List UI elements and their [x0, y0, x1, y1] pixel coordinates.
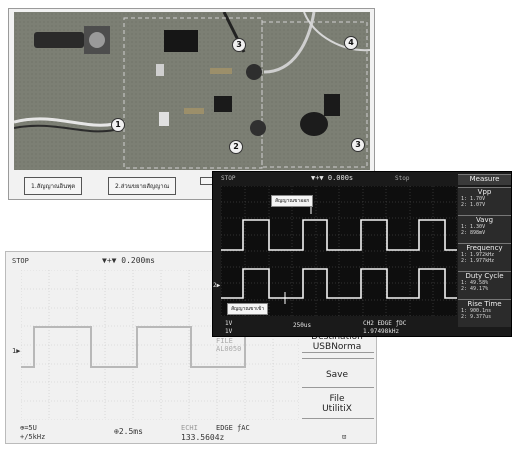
measure-vavg[interactable]: Vavg 1: 1.30V 2: 898mV [458, 215, 511, 243]
menu-save[interactable]: Save [302, 370, 372, 380]
measure-vavg-ch1: 1: 1.30V [461, 224, 486, 230]
scope2-trigger: EDGE ƒAC [216, 424, 250, 432]
scope1-status: STOP [221, 175, 236, 182]
measure-duty-ch1: 1: 49.58% [461, 280, 489, 286]
callout-number-2: 2 [229, 140, 243, 154]
scope2-ch1-scale: ⊕=5U [20, 424, 37, 432]
callout-input-signal: สัญญาณขาเข้า [227, 303, 269, 315]
scope2-ch1-sub: +/5kHz [20, 433, 46, 441]
measure-duty-cycle[interactable]: Duty Cycle 1: 49.58% 2: 49.17% [458, 271, 511, 299]
scope2-square-wave [21, 326, 299, 368]
input-signal-wave [221, 268, 457, 299]
menu-destination-value: USBNorma [312, 342, 362, 352]
measure-duty-title: Duty Cycle [465, 272, 504, 280]
measure-title: Measure [469, 175, 500, 183]
callout-number-3: 3 [232, 38, 246, 52]
menu-separator [302, 352, 374, 353]
measure-vavg-ch2: 2: 898mV [461, 230, 486, 236]
measure-frequency-ch1: 1: 1.972kHz [461, 252, 495, 258]
tag-amplifier: 2.ส่วนขยายสัญญาณ [108, 177, 177, 195]
scope2-timebase: ⊕2.5ms [114, 427, 143, 436]
measure-vpp-ch1: 1: 1.70V [461, 196, 486, 202]
measure-vpp-ch2: 2: 1.07V [461, 202, 486, 208]
scope2-trigger-label: ECHI [181, 424, 198, 432]
callout-number-1: 1 [111, 118, 125, 132]
scope1-ch2-marker: 2▶ [213, 282, 221, 289]
measure-rise-ch1: 1: 900.1ns [461, 308, 492, 314]
measure-vavg-title: Vavg [475, 216, 494, 224]
measure-vpp[interactable]: Vpp 1: 1.70V 2: 1.07V [458, 187, 511, 215]
menu-destination-title: Destination [311, 332, 363, 342]
measure-rise-title: Rise Time [467, 300, 502, 308]
output-signal-wave [221, 219, 457, 251]
callout-number-4: 4 [344, 36, 358, 50]
measure-panel-header: Measure [458, 174, 511, 185]
menu-file-title: File [329, 394, 345, 404]
measure-duty-ch2: 2: 49.17% [461, 286, 489, 292]
measure-frequency[interactable]: Frequency 1: 1.972kHz 2: 1.977kHz [458, 243, 511, 271]
menu-file[interactable]: File UtilitiX [302, 394, 372, 414]
scope1-ch2-scale: 1V [225, 328, 233, 335]
oscilloscope-main: STOP ▼+▼ 0.000s Stop สัญญาณขาออก สัญญาณข… [212, 171, 512, 337]
measure-vpp-title: Vpp [477, 188, 492, 196]
scope1-run-status: Stop [395, 175, 410, 182]
circuit-board-photo: 1 2 3 4 3 [13, 11, 371, 170]
scope2-status: STOP [12, 257, 29, 265]
measure-rise-time[interactable]: Rise Time 1: 900.1ns 2: 9.377us [458, 299, 511, 327]
menu-destination[interactable]: Destination USBNorma [302, 332, 372, 352]
scope2-ghost-text: FILE AL0050 [216, 337, 242, 353]
scope1-timebase: 250us [293, 322, 312, 329]
measure-frequency-ch2: 2: 1.977kHz [461, 258, 495, 264]
scope1-trigger-readout: ▼+▼ 0.000s [311, 174, 354, 182]
callout-output-signal: สัญญาณขาออก [271, 195, 314, 207]
scope1-trigger-freq: 1.97498kHz [363, 328, 400, 335]
scope1-ch1-scale: 1V [225, 320, 233, 327]
circuit-board-drawing [13, 11, 371, 170]
scope2-channel-marker: 1▶ [12, 347, 21, 355]
scope2-trigger-freq: 133.5604z [181, 433, 225, 442]
tag-input-signal: 1.สัญญาณอินพุต [24, 177, 83, 195]
menu-separator [302, 358, 374, 359]
scope2-trigger-readout: ▼+▼ 0.200ms [102, 256, 155, 265]
callout-number-3b: 3 [351, 138, 365, 152]
menu-save-label: Save [325, 370, 349, 380]
menu-file-value: UtilitiX [322, 404, 352, 414]
scope1-waveform-display [221, 186, 457, 316]
measure-rise-ch2: 2: 9.377us [461, 314, 492, 320]
scope1-trigger: CH2 EDGE ƒDC [363, 320, 407, 327]
usb-icon: ⊡ [342, 433, 347, 441]
menu-separator [302, 387, 374, 388]
menu-separator [302, 418, 374, 419]
measure-frequency-title: Frequency [466, 244, 503, 252]
